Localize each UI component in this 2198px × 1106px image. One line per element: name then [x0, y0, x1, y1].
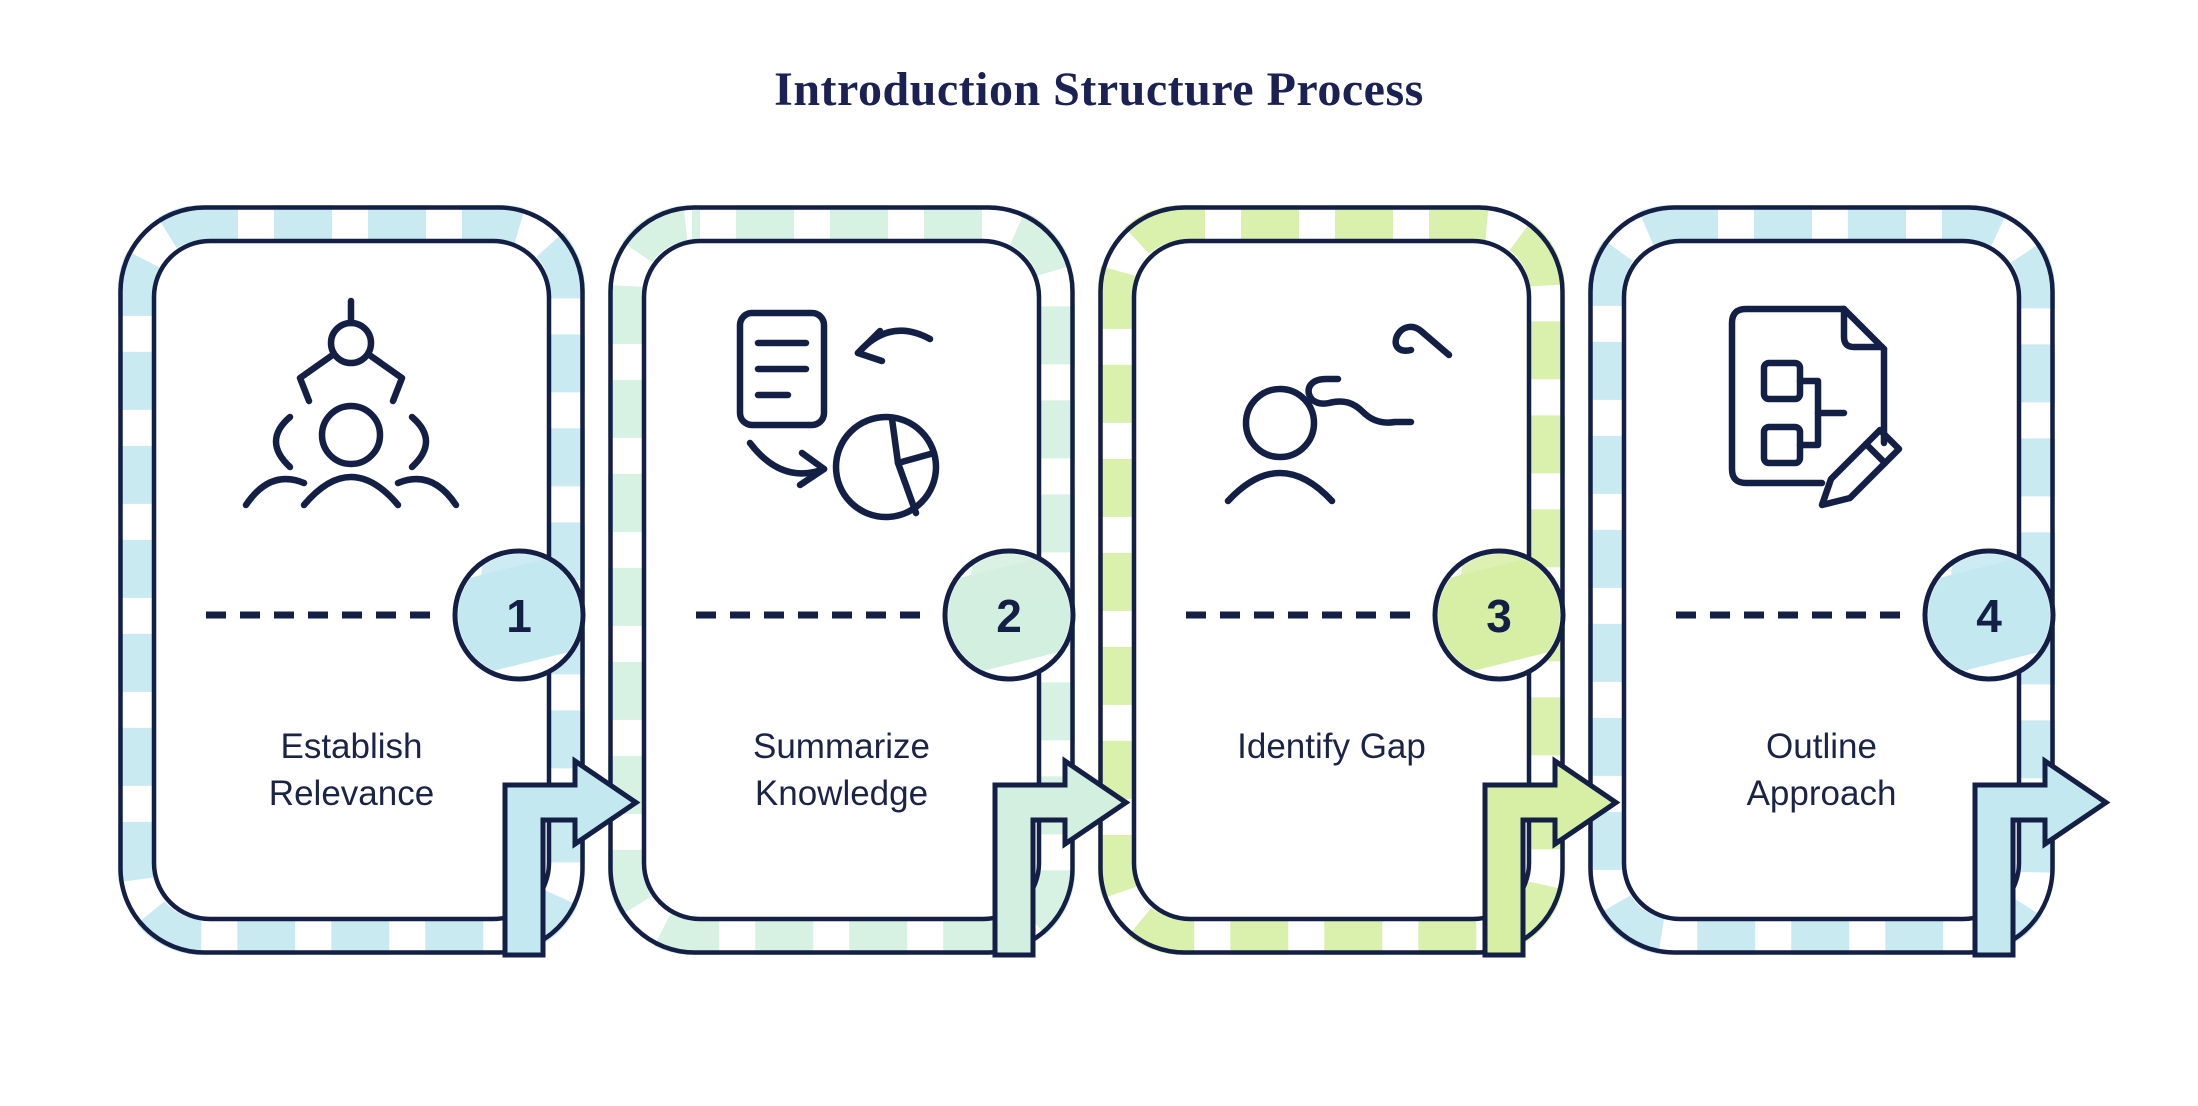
step-label: Outline Approach — [1746, 727, 1897, 813]
step-label: Summarize Knowledge — [753, 727, 930, 813]
step-card-frame: 4 — [1588, 205, 2056, 955]
card-outer-border — [1098, 205, 1565, 955]
step-label: Establish Relevance — [268, 727, 435, 813]
arrow-right-icon — [1972, 756, 2111, 958]
step-number-badge: 2 — [942, 548, 1076, 682]
step-number-badge: 4 — [1922, 548, 2056, 682]
step-card-2: 2 Summarize Knowledge — [608, 205, 1076, 955]
step-number-badge: 1 — [452, 548, 586, 682]
connector-arrow-4 — [1972, 756, 2111, 958]
tape-texture — [1098, 205, 1565, 955]
connector-arrow-2 — [992, 756, 1131, 958]
step-card-4: 4 Outline Approach — [1588, 205, 2056, 955]
step-card-frame: 1 — [118, 205, 586, 955]
step-number: 4 — [1976, 590, 2002, 642]
step-number: 3 — [1486, 590, 1512, 642]
step-card-frame: 3 — [1098, 205, 1566, 955]
claw-select-person-icon — [242, 297, 460, 509]
step-card-1: 1 Establish Relevance — [118, 205, 586, 955]
connector-arrow-3 — [1482, 756, 1621, 958]
step-number: 2 — [996, 590, 1022, 642]
step-card-3: 3 Identify Gap — [1098, 205, 1566, 955]
connector-arrow-1 — [502, 756, 641, 958]
card-outer-border — [608, 205, 1075, 955]
step-number-badge: 3 — [1432, 548, 1566, 682]
page-title: Introduction Structure Process — [774, 63, 1424, 116]
arrow-right-icon — [992, 756, 1131, 958]
card-outer-border — [1588, 205, 2055, 955]
step-label: Identify Gap — [1237, 727, 1426, 766]
tape-texture — [608, 205, 1075, 955]
arrow-right-icon — [1482, 756, 1621, 958]
document-to-chart-icon — [736, 309, 940, 521]
step-number: 1 — [506, 590, 532, 642]
card-outer-border — [118, 205, 585, 955]
arrow-right-icon — [502, 756, 641, 958]
document-plan-pencil-icon — [1728, 305, 1903, 509]
person-gap-icon — [1224, 323, 1453, 505]
